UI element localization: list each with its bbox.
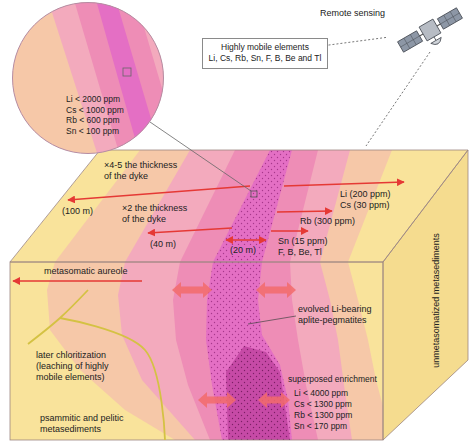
outer-aureole-band	[52, 146, 394, 266]
dimension-label: (100 m)	[62, 206, 93, 217]
rock-label: evolved Li-bearing aplite-pegmatites	[298, 304, 382, 326]
superposed-enrichment-zone	[226, 346, 290, 440]
side-face	[383, 150, 468, 440]
leader-line	[248, 316, 296, 324]
concentration-label: Rb < 1300 ppm	[294, 410, 352, 421]
zoom-square	[251, 191, 257, 197]
panel-grid	[404, 38, 410, 48]
concentration-label: Cs < 1300 ppm	[294, 399, 352, 410]
sensing-line	[366, 52, 430, 146]
zone-label: metasomatic aureole	[44, 266, 128, 277]
extent-arrow	[284, 182, 404, 186]
solar-panel	[437, 8, 462, 29]
unit-label: unmetasomatized metasediments	[430, 233, 441, 368]
concentration-label: Sn < 100 ppm	[66, 126, 164, 137]
panel-grid	[401, 36, 420, 47]
satellite-node: Remote sensing	[386, 2, 468, 62]
dimension-note: ×4-5 the thickness of the dyke	[104, 160, 182, 182]
front-face	[10, 262, 383, 440]
migration-arrow	[198, 392, 236, 408]
satellite-body	[419, 19, 441, 41]
dimension-label: (40 m)	[150, 239, 176, 250]
sample-square	[123, 68, 131, 76]
zone-label: superposed enrichment	[288, 374, 377, 385]
magnifier-circle: Li < 2000 ppmCs < 1000 ppmRb < 600 ppmSn…	[12, 2, 164, 154]
icon-label: Remote sensing	[320, 8, 385, 19]
concentration-label: Cs (30 ppm)	[340, 200, 390, 211]
extent-arrow	[277, 211, 332, 212]
extent-arrow	[13, 280, 142, 281]
dotted-connector	[328, 37, 386, 45]
concentration-label: Rb < 600 ppm	[66, 115, 164, 126]
antenna-mast	[434, 37, 436, 40]
concentration-label: Sn (15 ppm)	[278, 236, 328, 247]
zoom-line	[150, 122, 251, 191]
panel-grid	[410, 34, 416, 44]
antenna-dish	[431, 37, 443, 46]
panel-grid	[444, 15, 450, 25]
concentration-label: Sn < 170 ppm	[294, 421, 347, 432]
middle-aureole-band	[118, 262, 352, 440]
dyke-width-arrow	[226, 239, 266, 240]
satellite-icon	[386, 2, 468, 62]
middle-aureole-band	[48, 2, 164, 154]
element-list-label: F, B, Be, Tl	[278, 247, 322, 258]
concentration-label: Li < 4000 ppm	[294, 388, 348, 399]
dimension-note: ×2 the thickness of the dyke	[122, 203, 192, 225]
migration-arrow	[172, 282, 212, 298]
concentration-label: Cs < 1000 ppm	[66, 105, 164, 116]
extent-arrow	[148, 228, 232, 233]
migration-arrow	[256, 282, 296, 298]
box-text: Li, Cs, Rb, Sn, F, B, Be and Tl	[209, 53, 322, 64]
process-note: later chloritization (leaching of highly…	[36, 350, 134, 383]
migration-arrow	[258, 392, 290, 408]
panel-grid	[440, 13, 459, 24]
element-box: Highly mobile elementsLi, Cs, Rb, Sn, F,…	[202, 38, 329, 69]
magnifier-outline	[13, 3, 164, 154]
extent-arrow	[271, 230, 308, 231]
chlorite-vein	[28, 290, 88, 344]
concentration-label: Li < 2000 ppm	[66, 94, 164, 105]
rock-label: psammitic and pelitic metasediments	[40, 413, 140, 435]
panel-grid	[450, 11, 456, 21]
solar-panel	[398, 31, 423, 52]
box-text: Highly mobile elements	[209, 42, 322, 53]
block-outline	[383, 150, 468, 440]
block-outline	[10, 262, 383, 440]
concentration-label: Li (200 ppm)	[340, 189, 391, 200]
block-outline	[10, 150, 468, 262]
dimension-label: (20 m)	[229, 245, 257, 256]
concentration-label: Rb (300 ppm)	[300, 216, 355, 227]
extent-arrow	[68, 186, 250, 200]
